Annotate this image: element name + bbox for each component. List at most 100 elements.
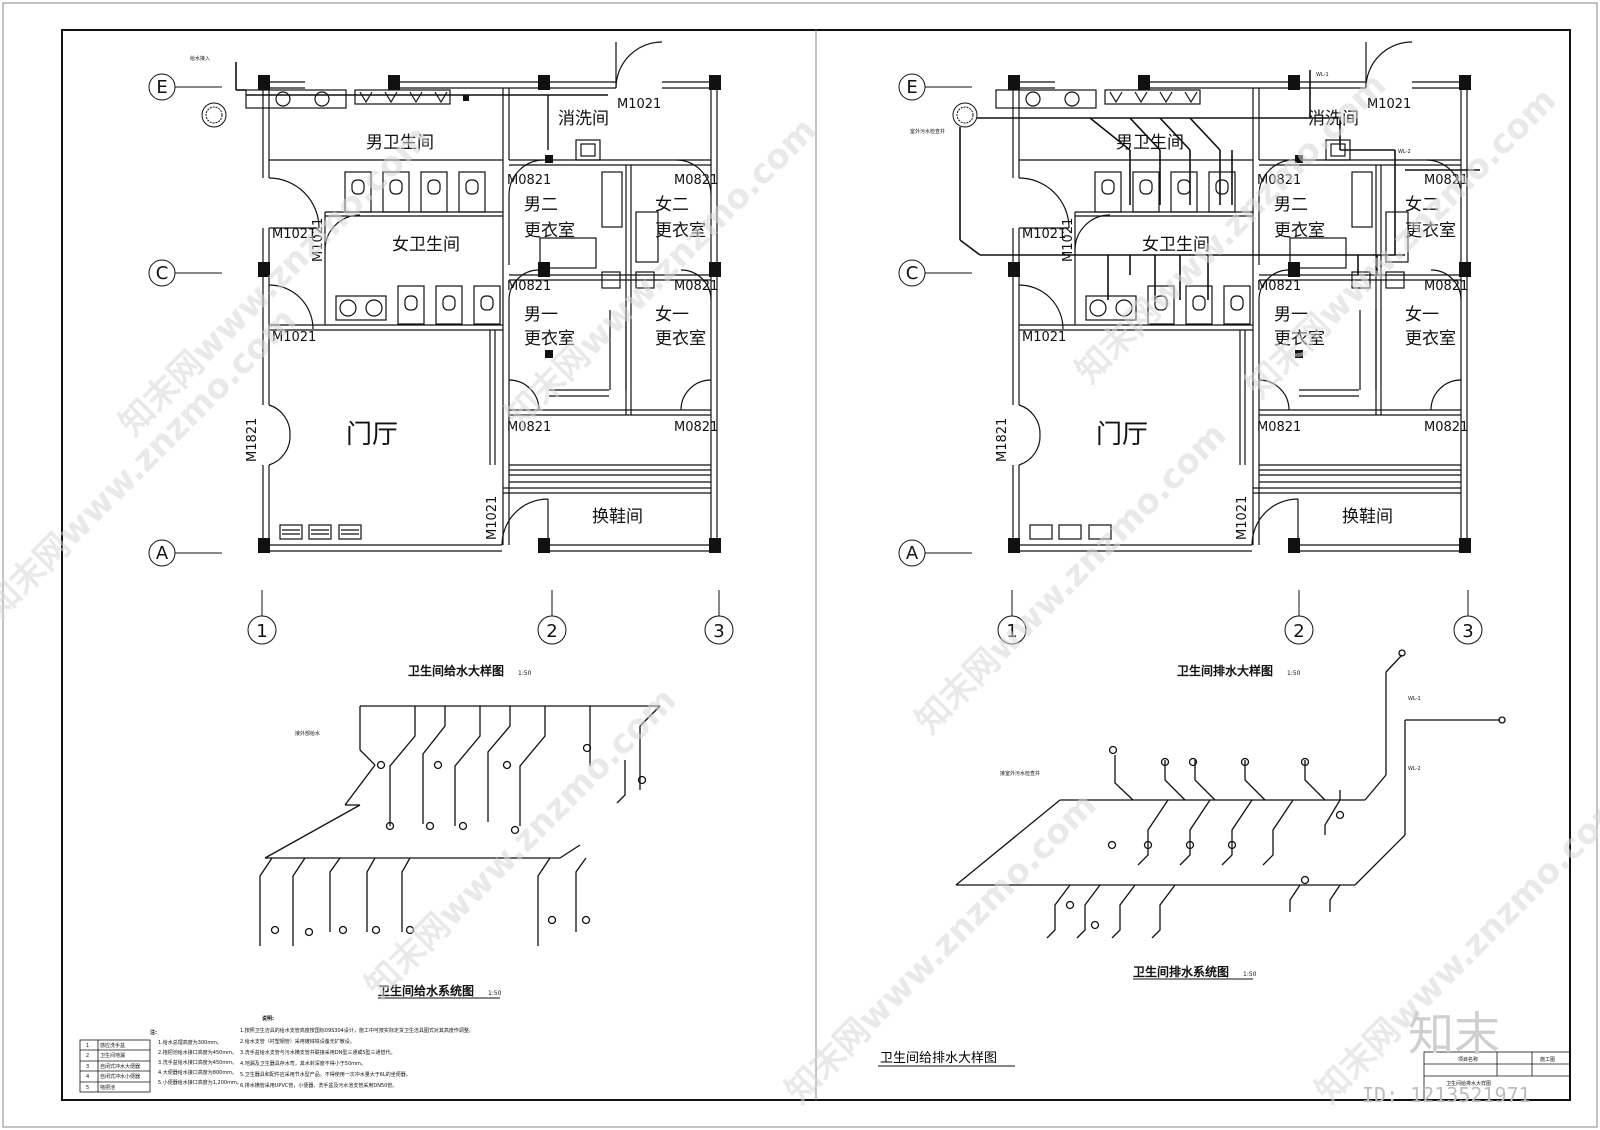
watermark-9: 知末网www.znzmo.com — [1308, 785, 1600, 1111]
watermark-2: 知末网www.znzmo.com — [0, 300, 304, 626]
r-room-women2-line2: 更衣室 — [1405, 221, 1456, 241]
title-block-stage: 施工图 — [1540, 1056, 1555, 1063]
door-m1021-w1: M1021 — [272, 227, 316, 242]
legend-name-4: 自闭式冲水小便器 — [100, 1073, 140, 1080]
note-right-1: 1.按照卫生洁具的给水支管高度按国标09S304设计，施工中可按实际定货卫生洁具… — [240, 1027, 474, 1034]
legend-num-2: 2 — [86, 1053, 89, 1059]
room-men2-line1: 男二 — [524, 195, 558, 215]
watermark-8: 知末网www.znzmo.com — [1238, 80, 1564, 406]
door-m1821: M1821 — [245, 418, 260, 462]
supply-inlet-label: 给水接入 — [190, 55, 210, 62]
door-m0821-a: M0821 — [507, 173, 551, 188]
supply-system-title: 卫生间给水系统图 — [378, 983, 474, 998]
right-axis-2-label: 2 — [1293, 621, 1304, 642]
note-left-3: 3.洗手盆给水接口高度为450mm。 — [158, 1059, 237, 1066]
door-m0821-f: M0821 — [674, 420, 718, 435]
drain-detail-scale: 1:50 — [1287, 670, 1301, 677]
room-women2-line1: 女二 — [655, 195, 689, 215]
left-axis-3-label: 3 — [713, 621, 724, 642]
notes-title: 说明: — [262, 1015, 274, 1022]
r-room-men2-line1: 男二 — [1274, 195, 1308, 215]
drain-pipe-tag-wl2: WL-2 — [1408, 766, 1421, 772]
r-room-men-wc-label: 男卫生间 — [1116, 133, 1184, 153]
watermark-6: 知末网www.znzmo.com — [908, 415, 1234, 741]
legend-name-1: 感应洗手盆 — [100, 1042, 125, 1049]
room-women1-line1: 女一 — [655, 305, 689, 325]
door-m1021-shoe: M1021 — [485, 496, 500, 540]
door-m1021-w2: M1021 — [272, 330, 316, 345]
legend-name-3: 自闭式冲水大便器 — [100, 1063, 140, 1070]
drain-sewer-label: 接室外污水检查井 — [1000, 770, 1040, 777]
watermark-4: 知末网www.znzmo.com — [358, 680, 684, 1006]
door-m0821-c: M0821 — [507, 279, 551, 294]
note-right-4: 4.地漏及卫生器具存水弯，其水封深度不得小于50mm。 — [240, 1060, 366, 1067]
sheet-title: 卫生间给排水大样图 — [880, 1051, 997, 1066]
drain-pipe-tag-wl1: WL-1 — [1408, 696, 1421, 702]
left-floor-plan — [235, 41, 718, 552]
right-axis-1-label: 1 — [1006, 621, 1017, 642]
r-room-women1-line2: 更衣室 — [1405, 329, 1456, 349]
r-door-m0821-a: M0821 — [1257, 173, 1301, 188]
room-men-wc-label: 男卫生间 — [366, 133, 434, 153]
right-axis-c-label: C — [906, 263, 919, 284]
note-left-5: 5.小便器给水接口高度为1,200mm。 — [158, 1079, 242, 1086]
r-door-m1021-w2: M1021 — [1022, 330, 1066, 345]
right-plan-columns — [1008, 75, 1471, 553]
room-men1-line2: 更衣室 — [524, 329, 575, 349]
legend-num-5: 5 — [86, 1085, 89, 1091]
r-door-m0821-b: M0821 — [1424, 173, 1468, 188]
r-door-m1021-vertical: M1021 — [1061, 218, 1076, 262]
r-door-m1821: M1821 — [995, 418, 1010, 462]
legend-num-3: 3 — [86, 1064, 89, 1070]
left-axis-2-label: 2 — [546, 621, 557, 642]
left-axis-1-label: 1 — [256, 621, 267, 642]
r-room-hall-label: 门厅 — [1096, 420, 1148, 450]
left-axis-e-label: E — [156, 77, 167, 98]
legend-name-5: 拖把池 — [100, 1084, 115, 1091]
r-room-men1-line2: 更衣室 — [1274, 329, 1325, 349]
door-m0821-e: M0821 — [507, 420, 551, 435]
drain-detail-title: 卫生间排水大样图 — [1177, 663, 1273, 678]
right-axis-3-label: 3 — [1462, 621, 1473, 642]
legend-table — [79, 1039, 151, 1093]
supply-system-scale: 1:50 — [488, 990, 502, 997]
legend-num-4: 4 — [86, 1074, 89, 1080]
supply-detail-scale: 1:50 — [518, 670, 532, 677]
supply-detail-title: 卫生间给水大样图 — [408, 663, 504, 678]
r-door-m0821-c: M0821 — [1257, 279, 1301, 294]
r-room-women2-line1: 女二 — [1405, 195, 1439, 215]
drain-system-title: 卫生间排水系统图 — [1133, 964, 1229, 979]
watermark-layer: 知末网www.znzmo.com 知末网www.znzmo.com 知末网www… — [0, 65, 1600, 1111]
image-id-watermark: ID: 1213521971 — [1362, 1083, 1531, 1107]
r-door-m1021-w1: M1021 — [1022, 227, 1066, 242]
note-right-6: 6.排水横管采用UPVC管，小便器、洗手盆及污水池支管采用DN50管。 — [240, 1082, 397, 1089]
r-door-m1021-top: M1021 — [1367, 97, 1411, 112]
r-door-m0821-f: M0821 — [1424, 420, 1468, 435]
brand-logo-watermark: 知末 — [1408, 1007, 1500, 1061]
pipe-tag-wl2: WL-2 — [1398, 149, 1411, 155]
room-hall-label: 门厅 — [346, 420, 398, 450]
r-door-m0821-e: M0821 — [1257, 420, 1301, 435]
drain-isometric-diagram — [955, 649, 1506, 939]
r-room-women1-line1: 女一 — [1405, 305, 1439, 325]
right-floor-plan — [995, 41, 1468, 552]
note-left-4: 4.大便器给水接口高度为800mm。 — [158, 1069, 237, 1076]
legend-name-2: 卫生间地漏 — [100, 1052, 125, 1059]
door-m1021-vertical: M1021 — [311, 218, 326, 262]
left-axis-grid — [148, 73, 734, 645]
note-left-1: 1.给水总埋高度为300mm。 — [158, 1039, 222, 1046]
right-axis-a-label: A — [906, 543, 919, 564]
pipe-tag-wl1: WL-1 — [1316, 72, 1329, 78]
title-block — [1423, 1051, 1571, 1101]
r-door-m0821-d: M0821 — [1424, 279, 1468, 294]
legend-title: 注: — [150, 1029, 157, 1036]
left-axis-c-label: C — [156, 263, 169, 284]
left-plan-columns — [258, 75, 721, 553]
room-wash-label: 消洗间 — [558, 109, 609, 129]
watermark-5: 知末网www.znzmo.com — [1068, 65, 1394, 391]
door-m0821-d: M0821 — [674, 279, 718, 294]
room-women2-line2: 更衣室 — [655, 221, 706, 241]
right-drain-piping — [952, 70, 1480, 300]
r-room-shoe-label: 换鞋间 — [1342, 507, 1393, 527]
